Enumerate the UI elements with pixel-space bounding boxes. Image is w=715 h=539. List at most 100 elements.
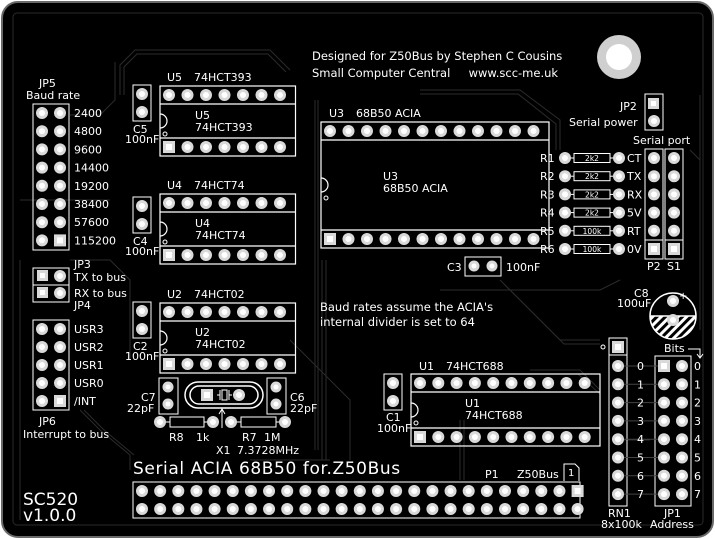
- jp6-header[interactable]: [36, 323, 66, 407]
- c7-value: 22pF: [127, 402, 154, 415]
- copper-traces: [19, 49, 701, 520]
- chip-pin: [432, 431, 445, 443]
- board-title: Serial ACIA 68B50 for.Z50Bus: [133, 459, 401, 479]
- jp3-header[interactable]: [37, 270, 66, 282]
- chip-pin: [163, 197, 175, 209]
- jp1-pin: [658, 414, 670, 427]
- s1-ref: S1: [667, 260, 681, 273]
- chip-pin: [163, 89, 175, 101]
- jp6-pin: [54, 323, 66, 335]
- chip-pin: [200, 249, 212, 261]
- chip-pin: [509, 233, 521, 245]
- jp5-pin: [54, 143, 66, 156]
- chip-pin: [542, 377, 555, 389]
- jp1-ref: JP1: [663, 507, 681, 520]
- c8-ref: C8: [634, 287, 649, 300]
- jp5-pin: [36, 143, 48, 156]
- chip-pin: [237, 197, 249, 209]
- jp5-header[interactable]: [36, 107, 66, 247]
- jp1-pin: [658, 396, 670, 409]
- trace: [420, 93, 557, 150]
- chip-pin: [163, 358, 175, 370]
- rn1-pin: [612, 433, 624, 446]
- trace: [79, 409, 131, 470]
- bus-pin: [353, 503, 366, 515]
- r8-value: 1k: [196, 431, 210, 444]
- chip-pin: [163, 141, 175, 153]
- jp6-pin: [36, 323, 48, 335]
- chip-pin: [218, 141, 231, 153]
- rn1-pin: [612, 469, 624, 482]
- jp6-pin: [36, 395, 48, 407]
- chip-pin: [200, 358, 212, 370]
- bus-pin: [190, 485, 203, 497]
- p1-pin1-marker: [563, 463, 580, 481]
- u1-ref-top: U1: [419, 360, 434, 373]
- c6-ref: C6: [290, 391, 305, 404]
- jp4-ref: JP4: [73, 299, 91, 312]
- bus-pin: [535, 503, 548, 515]
- chip-pin: [274, 249, 286, 261]
- rn1-bit-label: 4: [637, 433, 644, 446]
- u3-part-inner: 68B50 ACIA: [383, 182, 448, 195]
- p2-pin: [648, 206, 660, 219]
- jp1-pin: [676, 360, 688, 372]
- resistor-r8: [154, 416, 219, 428]
- resistor-pad: [613, 243, 625, 255]
- resistor-ref: R4: [540, 207, 555, 220]
- bus-pin: [462, 503, 475, 515]
- serial-signal-label: 0V: [627, 243, 642, 256]
- bits-label: Bits: [664, 342, 685, 355]
- u2-ref-inner: U2: [195, 326, 210, 339]
- bits-arrow-icon: [688, 348, 704, 359]
- capacitor-c8: +: [649, 291, 697, 340]
- chip-pin: [200, 306, 212, 318]
- jp4-header[interactable]: [37, 287, 66, 299]
- resistor-pad: [559, 170, 571, 183]
- trace: [123, 53, 287, 95]
- pin1-dot: [162, 131, 168, 137]
- chip-pin: [181, 306, 194, 318]
- chip-pin: [361, 233, 373, 245]
- jp5-pin: [36, 234, 48, 247]
- bus-pin: [571, 485, 584, 497]
- chip-pin: [274, 89, 286, 101]
- chip-pin: [181, 141, 194, 153]
- serial-signal-label: 5V: [627, 207, 642, 220]
- bus-pin: [390, 503, 403, 515]
- c1-value: 100nF: [377, 422, 411, 435]
- chip-pin: [342, 233, 355, 245]
- bus-pin: [335, 485, 348, 497]
- bus-pin: [190, 503, 203, 515]
- chip-pin: [218, 197, 231, 209]
- u4-ref-inner: U4: [195, 217, 210, 230]
- jp3-label: TX to bus: [73, 271, 126, 284]
- chip-pin: [274, 306, 286, 318]
- rn1-bit-label: 2: [637, 397, 644, 410]
- chip-pin: [255, 358, 268, 370]
- chip-pin: [237, 358, 249, 370]
- chip-pin: [274, 141, 286, 153]
- jp5-pin: [54, 216, 66, 229]
- p2-ref: P2: [647, 260, 661, 273]
- bus-pin: [172, 485, 185, 497]
- cap-pad: [136, 106, 148, 118]
- bus-pin: [390, 485, 403, 497]
- bus-pin: [371, 503, 384, 515]
- bus-pin: [480, 485, 493, 497]
- chip-pin: [324, 125, 336, 137]
- cap-pad: [387, 377, 399, 389]
- u3-ref-top: U3: [329, 107, 344, 120]
- baud-rate-label: 2400: [74, 107, 102, 120]
- chip-pin: [342, 125, 355, 137]
- jp2-header[interactable]: [648, 98, 660, 127]
- resistor-r7: [225, 416, 291, 428]
- interrupt-line-label: USR3: [74, 323, 104, 336]
- chip-pin: [237, 141, 249, 153]
